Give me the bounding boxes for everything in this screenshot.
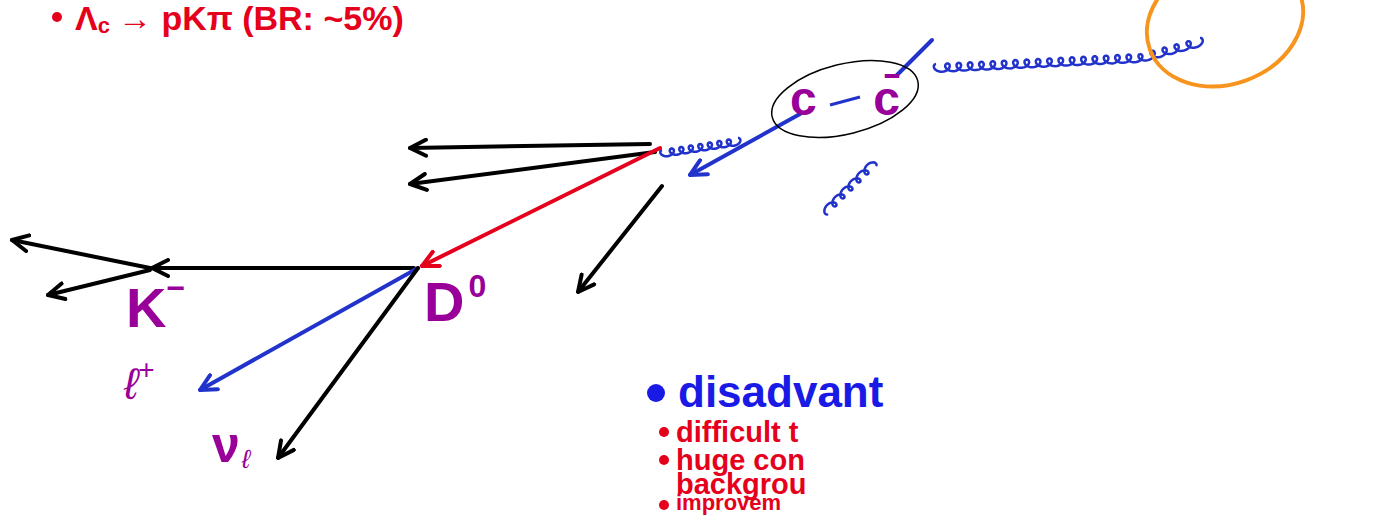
bullet-dot xyxy=(659,500,669,510)
particle-charge: + xyxy=(138,356,154,384)
bullet-dot xyxy=(647,384,665,402)
particle-track xyxy=(12,240,150,268)
particle-label: K xyxy=(126,280,166,336)
heading-text: disadvant xyxy=(678,370,883,414)
string-line xyxy=(830,97,860,105)
particle-track xyxy=(690,114,800,175)
bullet-dot xyxy=(659,455,669,465)
quark-symbol: c xyxy=(790,75,817,123)
particle-track xyxy=(422,148,660,266)
particle-subscript: ℓ xyxy=(242,446,250,472)
jet-ellipse xyxy=(1129,0,1322,108)
bullet-text: improvem xyxy=(676,492,781,514)
label-group: νℓ xyxy=(212,420,250,470)
quark-symbol: c̄ xyxy=(873,75,900,123)
particle-track xyxy=(152,266,414,270)
label-group: K− xyxy=(126,280,185,336)
particle-charge: − xyxy=(166,272,185,304)
quark-pair-ellipse: c c̄ xyxy=(768,62,922,136)
bullets xyxy=(52,12,669,510)
decay-text: c xyxy=(98,15,110,37)
particle-label: D xyxy=(424,274,464,330)
label-group: ℓ+ xyxy=(124,362,155,406)
label-group: improvem xyxy=(676,492,781,514)
decay-text: Λ xyxy=(75,1,98,35)
gluon-lines xyxy=(660,38,1202,215)
particle-track xyxy=(200,268,418,390)
bullet-dot xyxy=(52,12,62,22)
particle-label: ν xyxy=(212,420,240,470)
particle-charge: 0 xyxy=(468,270,486,302)
label-group: Λc → pKπ (BR: ~5%) xyxy=(75,1,404,35)
particle-track xyxy=(410,144,650,148)
particle-track xyxy=(578,186,662,292)
label-group: difficult t xyxy=(676,418,798,447)
particle-track xyxy=(278,268,418,458)
label-group: disadvant xyxy=(678,370,883,414)
decay-text: → pKπ (BR: ~5%) xyxy=(118,1,404,35)
bullet-dot xyxy=(659,427,669,437)
bullet-text: difficult t xyxy=(676,418,798,447)
gluon xyxy=(934,54,1143,72)
particle-tracks xyxy=(12,40,932,458)
gluon xyxy=(824,162,876,214)
particle-label: ℓ xyxy=(124,362,138,406)
label-group: D0 xyxy=(424,274,486,330)
particle-track xyxy=(896,40,932,76)
